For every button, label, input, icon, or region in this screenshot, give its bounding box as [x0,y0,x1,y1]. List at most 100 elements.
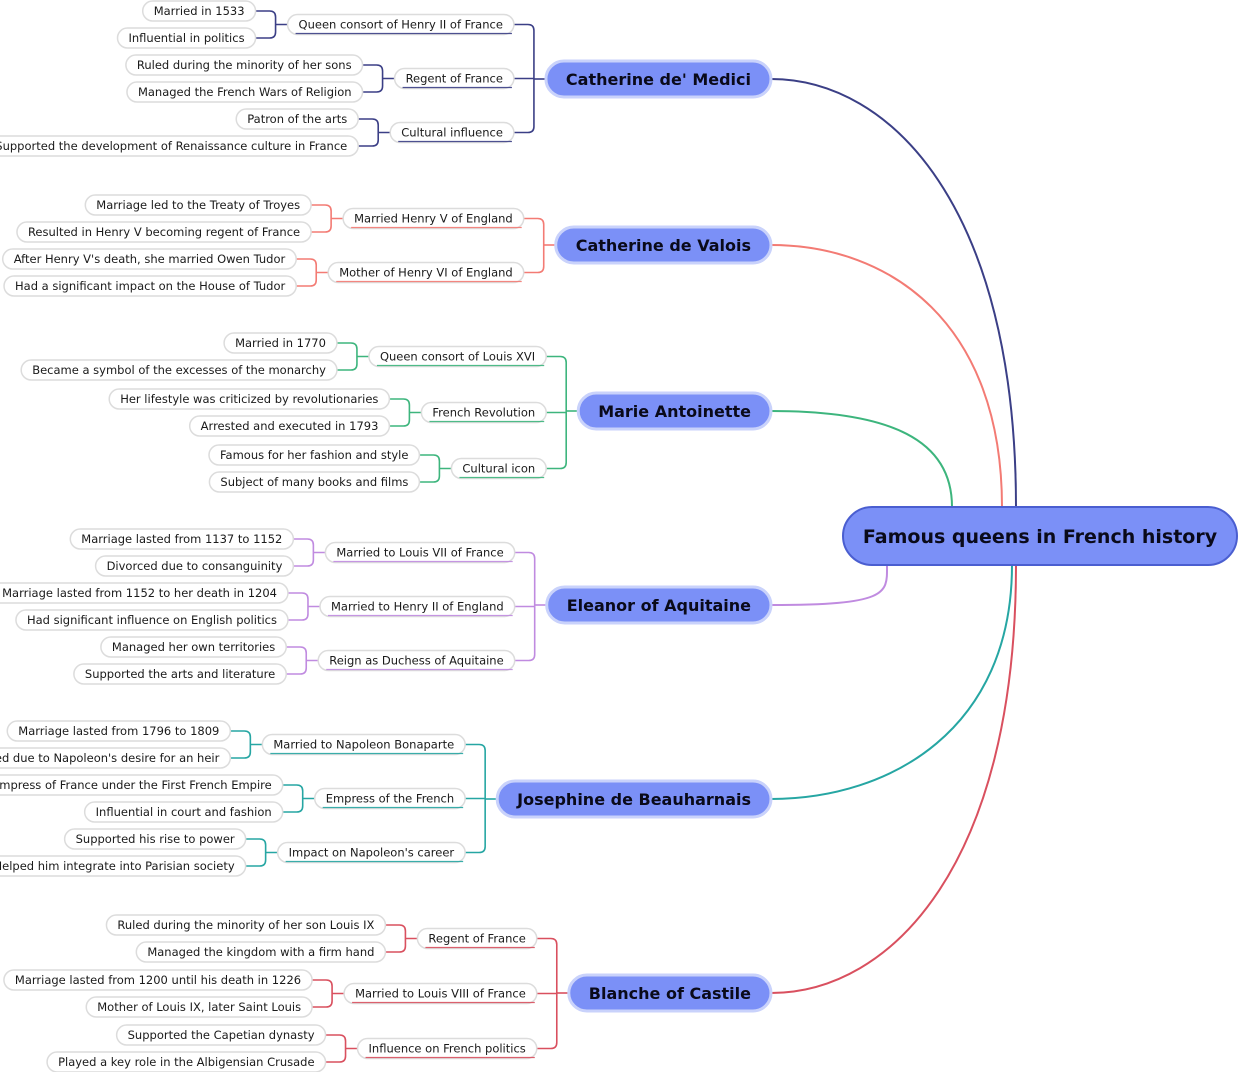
sub-bracket [293,538,326,567]
leaf-node[interactable]: After Henry V's death, she married Owen … [1,248,297,270]
leaf-node[interactable]: Married in 1770 [223,332,338,354]
leaf-node[interactable]: Managed the kingdom with a firm hand [135,941,387,963]
leaf-node[interactable]: Influential in court and fashion [83,801,284,823]
sub-topic-label: Influence on French politics [369,1042,526,1056]
leaf-node[interactable]: Managed her own territories [100,636,287,658]
sub-topic-label: Queen consort of Louis XVI [380,350,535,364]
leaf-node[interactable]: Arrested and executed in 1793 [188,415,391,437]
leaf-node[interactable]: Supported the development of Renaissance… [0,135,359,157]
branch-connector [770,564,1017,994]
leaf-label: Ruled during the minority of her sons [137,58,352,72]
branch-connector [770,244,1003,508]
leaf-node[interactable]: Managed the French Wars of Religion [126,81,364,103]
leaf-node[interactable]: Divorced due to consanguinity [94,555,295,577]
leaf-node[interactable]: Her lifestyle was criticized by revoluti… [108,388,391,410]
sub-topic-node[interactable]: Empress of the French [313,787,466,810]
branch-label: Catherine de Valois [576,236,751,255]
branch-bracket [513,23,535,134]
leaf-node[interactable]: Mother of Louis IX, later Saint Louis [85,996,313,1018]
sub-topic-node[interactable]: Regent of France [393,67,515,90]
leaf-label: Had a significant impact on the House of… [15,279,285,293]
leaf-label: Famous for her fashion and style [220,448,408,462]
branch-node[interactable]: Josephine de Beauharnais [495,779,773,819]
leaf-label: Resulted in Henry V becoming regent of F… [28,225,300,239]
leaf-node[interactable]: Marriage lasted from 1152 to her death i… [0,582,289,604]
sub-bracket [282,784,315,813]
sub-bracket [230,730,263,759]
sub-topic-node[interactable]: Married to Louis VII of France [324,541,516,564]
sub-topic-node[interactable]: Mother of Henry VI of England [327,261,525,284]
sub-topic-node[interactable]: French Revolution [420,401,547,424]
sub-topic-node[interactable]: Regent of France [416,927,538,950]
leaf-node[interactable]: Marriage lasted from 1200 until his deat… [3,969,313,991]
leaf-label: Arrested and executed in 1793 [201,419,379,433]
sub-topic-node[interactable]: Married to Louis VIII of France [343,982,538,1005]
leaf-node[interactable]: Supported the arts and literature [73,663,287,685]
leaf-node[interactable]: Ruled during the minority of her sons [125,54,364,76]
branch-node[interactable]: Blanche of Castile [567,973,773,1013]
branch-node[interactable]: Catherine de Valois [554,225,773,265]
sub-topic-node[interactable]: Married to Henry II of England [319,595,516,618]
leaf-node[interactable]: Patron of the arts [235,108,359,130]
sub-topic-label: Queen consort of Henry II of France [299,18,503,32]
sub-topic-node[interactable]: Reign as Duchess of Aquitaine [317,649,516,672]
branch-connector [770,564,1013,800]
leaf-node[interactable]: Divorced due to Napoleon's desire for an… [0,747,232,769]
leaf-node[interactable]: Resulted in Henry V becoming regent of F… [16,221,312,243]
branch-label: Catherine de' Medici [566,70,751,89]
sub-topic-label: Married to Napoleon Bonaparte [273,738,454,752]
sub-topic-label: Regent of France [428,932,525,946]
sub-topic-node[interactable]: Queen consort of Henry II of France [286,13,515,36]
leaf-node[interactable]: Influential in politics [116,27,257,49]
leaf-node[interactable]: Became a symbol of the excesses of the m… [20,359,338,381]
leaf-node[interactable]: Marriage lasted from 1137 to 1152 [69,528,295,550]
sub-topic-node[interactable]: Married to Napoleon Bonaparte [261,733,466,756]
leaf-node[interactable]: Had significant influence on English pol… [15,609,289,631]
leaf-node[interactable]: Married in 1533 [141,0,257,22]
sub-bracket [245,838,278,867]
sub-topic-node[interactable]: Married Henry V of England [342,207,525,230]
sub-topic-label: Married to Louis VIII of France [355,987,526,1001]
leaf-node[interactable]: Subject of many books and films [208,471,421,493]
sub-bracket [336,342,369,371]
leaf-node[interactable]: Marriage led to the Treaty of Troyes [84,194,312,216]
sub-topic-node[interactable]: Cultural icon [450,457,547,480]
sub-bracket [325,1034,358,1063]
leaf-label: Mother of Louis IX, later Saint Louis [97,1000,301,1014]
leaf-label: Played a key role in the Albigensian Cru… [58,1055,314,1069]
leaf-node[interactable]: First Empress of France under the First … [0,774,284,796]
leaf-node[interactable]: Marriage lasted from 1796 to 1809 [6,720,232,742]
leaf-node[interactable]: Supported the Capetian dynasty [115,1024,327,1046]
root-node[interactable]: Famous queens in French history [842,506,1238,566]
leaf-label: Marriage lasted from 1137 to 1152 [81,532,282,546]
branch-label: Blanche of Castile [589,984,751,1003]
branch-bracket [514,551,536,662]
leaf-label: Marriage lasted from 1152 to her death i… [2,586,277,600]
leaf-node[interactable]: Ruled during the minority of her son Lou… [105,914,387,936]
sub-topic-node[interactable]: Cultural influence [389,121,515,144]
sub-topic-node[interactable]: Queen consort of Louis XVI [368,345,547,368]
branch-node[interactable]: Marie Antoinette [576,391,773,431]
sub-bracket [311,204,344,233]
sub-bracket [419,454,452,483]
sub-topic-label: Regent of France [406,72,503,86]
leaf-label: Married in 1533 [154,4,245,18]
branch-label: Josephine de Beauharnais [516,790,751,809]
leaf-node[interactable]: Famous for her fashion and style [208,444,421,466]
branch-node[interactable]: Eleanor of Aquitaine [545,585,773,625]
sub-topic-label: Mother of Henry VI of England [339,266,513,280]
leaf-node[interactable]: Helped him integrate into Parisian socie… [0,855,247,877]
leaf-label: Subject of many books and films [220,475,408,489]
sub-topic-node[interactable]: Impact on Napoleon's career [276,841,466,864]
branch-connector [770,564,889,606]
branch-label: Eleanor of Aquitaine [567,596,751,615]
sub-bracket [287,592,320,621]
sub-topic-label: Empress of the French [326,792,454,806]
branch-node[interactable]: Catherine de' Medici [544,59,773,99]
sub-topic-node[interactable]: Influence on French politics [356,1037,538,1060]
leaf-node[interactable]: Played a key role in the Albigensian Cru… [46,1051,327,1072]
sub-topic-label: Married Henry V of England [354,212,513,226]
leaf-node[interactable]: Supported his rise to power [63,828,247,850]
leaf-node[interactable]: Had a significant impact on the House of… [3,275,297,297]
